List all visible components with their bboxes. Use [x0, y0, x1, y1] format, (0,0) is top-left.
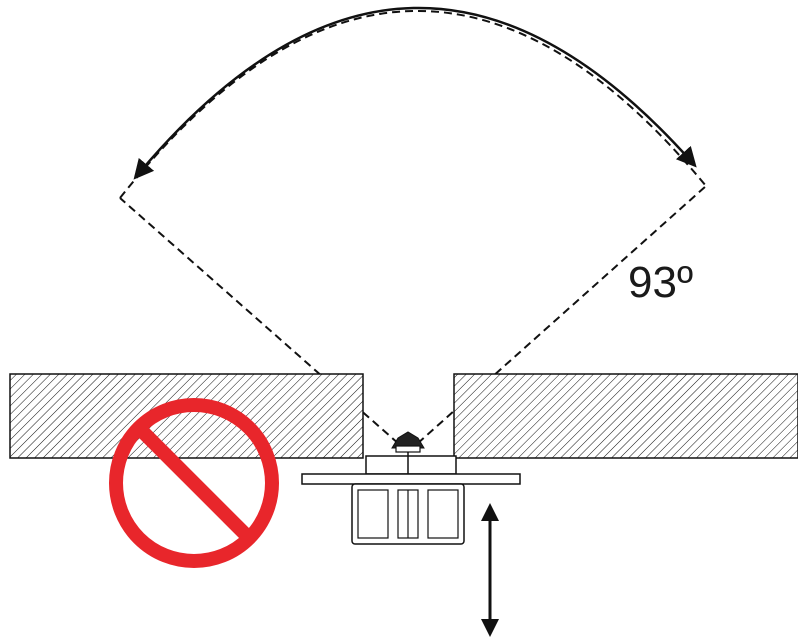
fov-solid-arc — [133, 6, 697, 180]
housing-inner-left — [357, 489, 389, 539]
no-symbol-icon — [109, 398, 279, 568]
sensor-device — [301, 431, 521, 545]
ceiling — [9, 373, 798, 459]
ceiling-panel-right — [453, 373, 798, 459]
ceiling-panel-left — [9, 373, 364, 459]
housing-inner-right — [427, 489, 459, 539]
fov-dashed-arc — [119, 10, 707, 199]
sensor-body-top — [365, 455, 457, 475]
sensor-flange — [301, 473, 521, 485]
angle-label: 93º — [628, 258, 694, 307]
sensor-collar — [395, 445, 421, 453]
